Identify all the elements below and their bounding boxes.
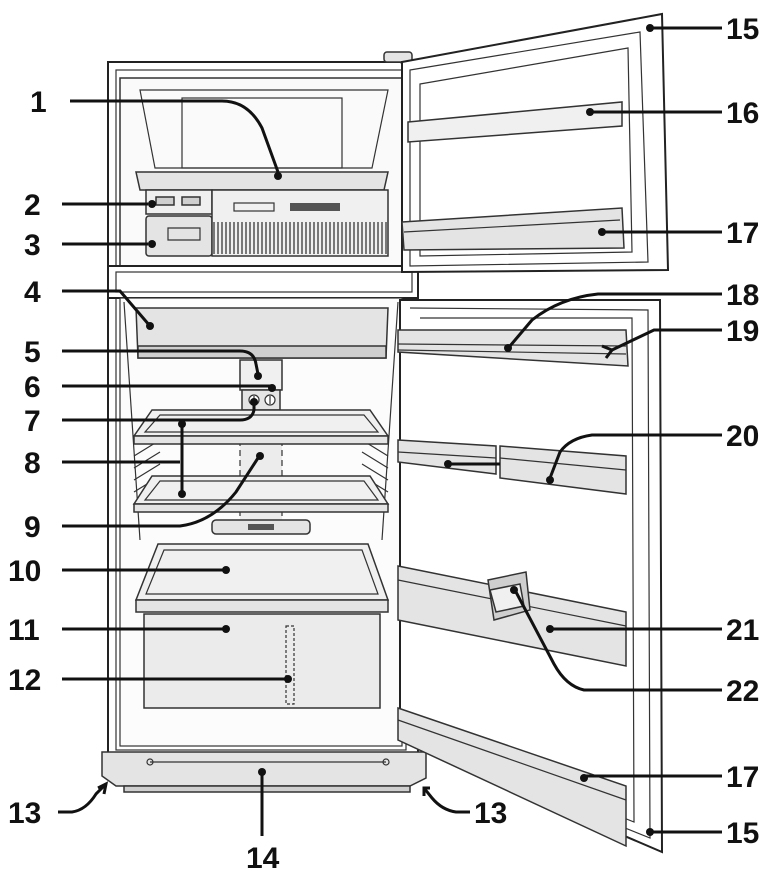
label-9: 9 <box>24 511 41 544</box>
label-15-bottom: 15 <box>726 817 759 850</box>
chiller-compartment <box>135 307 389 359</box>
leader-lines <box>58 24 722 836</box>
top-hinge <box>383 51 413 63</box>
label-18: 18 <box>726 279 759 312</box>
glass-shelf-lower <box>132 475 390 513</box>
label-5: 5 <box>24 336 41 369</box>
label-22: 22 <box>726 675 759 708</box>
vegetable-crisper <box>143 613 381 709</box>
label-17-bottom: 17 <box>726 761 759 794</box>
shelf-rails <box>133 439 389 493</box>
label-14: 14 <box>246 842 280 875</box>
label-4: 4 <box>24 276 41 309</box>
freezer-door <box>401 12 670 274</box>
label-2: 2 <box>24 189 41 222</box>
label-20: 20 <box>726 420 759 453</box>
label-21: 21 <box>726 614 759 647</box>
freezer-shelf <box>135 171 389 191</box>
refrigerator-door <box>397 299 664 854</box>
label-1: 1 <box>30 86 47 119</box>
label-12: 12 <box>8 664 41 697</box>
label-16: 16 <box>726 97 759 130</box>
callout-numbers: 1 2 3 4 5 6 7 8 9 10 11 12 13 13 14 15 1… <box>8 13 759 875</box>
label-3: 3 <box>24 229 41 262</box>
label-10: 10 <box>8 555 41 588</box>
label-7: 7 <box>24 405 41 438</box>
label-8: 8 <box>24 447 41 480</box>
label-11: 11 <box>8 614 40 647</box>
label-19: 19 <box>726 315 759 348</box>
ice-maker <box>145 189 213 257</box>
crisper-cover <box>134 543 390 613</box>
freezer-vent-panel <box>211 189 389 257</box>
label-15-top: 15 <box>726 13 759 46</box>
label-6: 6 <box>24 371 41 404</box>
glass-shelf-upper <box>132 409 390 445</box>
label-13-left: 13 <box>8 797 41 830</box>
label-17-top: 17 <box>726 217 759 250</box>
label-13-right: 13 <box>474 797 507 830</box>
